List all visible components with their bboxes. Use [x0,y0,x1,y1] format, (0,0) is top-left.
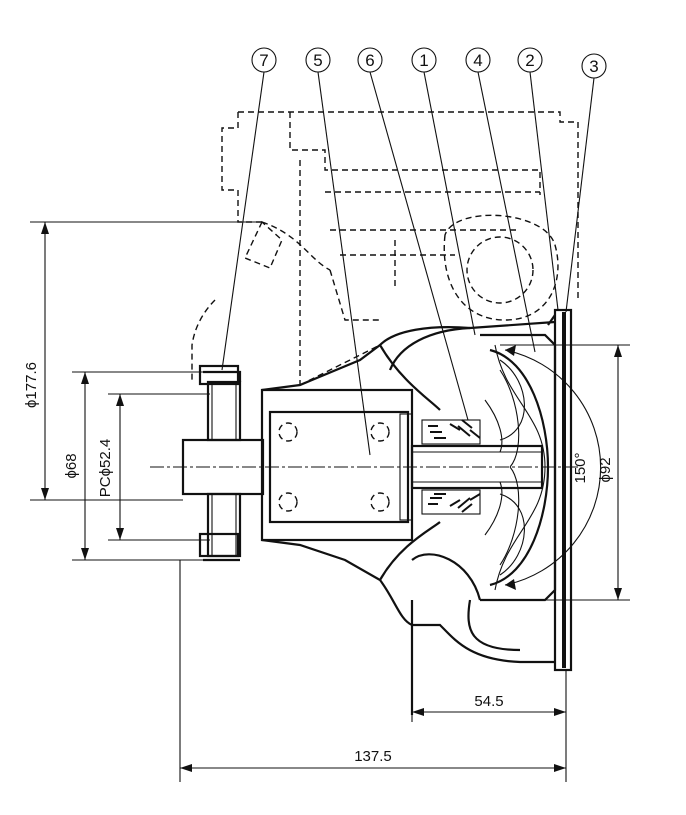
callout-6-label: 6 [365,51,374,70]
pulley-hub [181,364,265,562]
dim-pitch-circle: PCϕ52.4 [97,439,114,497]
leader-lines [221,71,595,456]
dim-flange-to-face: 54.5 [474,693,503,710]
dimension-lines [30,221,630,782]
volute-casing [261,320,557,715]
callout-1-label: 1 [419,51,428,70]
bearing-housing [260,388,414,542]
dimension-labels: ϕ177.6 ϕ68 PCϕ52.4 ϕ92 150° 54.5 137.5 [23,362,614,765]
callout-7-label: 7 [259,51,268,70]
dim-overall-length: 137.5 [354,748,392,765]
callout-2: 2 [517,47,543,73]
callouts: 7 5 6 1 4 2 3 [251,47,607,79]
dim-pulley-diameter: ϕ68 [63,453,80,478]
callout-4: 4 [465,47,491,73]
callout-5: 5 [305,47,331,73]
dim-impeller-diameter: ϕ92 [597,457,614,482]
callout-1: 1 [411,47,437,73]
engine-block-outline [191,111,579,386]
callout-6: 6 [357,47,383,73]
callout-7: 7 [251,47,277,73]
angle-arc [504,345,602,590]
callout-3: 3 [581,53,607,79]
mechanical-seal [421,419,481,515]
shaft [410,444,544,490]
callout-3-label: 3 [589,57,598,76]
callout-2-label: 2 [525,51,534,70]
cover-plate [547,308,573,672]
callout-5-label: 5 [313,51,322,70]
dim-flange-diameter: ϕ177.6 [23,362,40,408]
impeller [484,348,550,587]
callout-4-label: 4 [473,51,482,70]
dim-angle: 150° [572,452,589,483]
